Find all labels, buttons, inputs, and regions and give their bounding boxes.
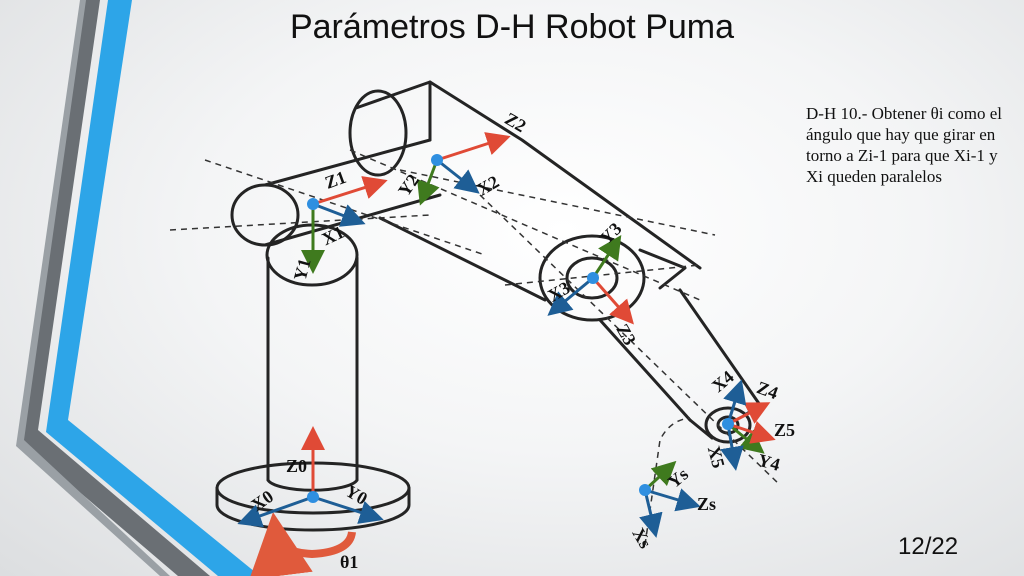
- page-title: Parámetros D-H Robot Puma: [289, 8, 735, 46]
- z3-axis: [591, 277, 634, 325]
- label-x2: X2: [473, 171, 502, 199]
- label-z1: Z1: [322, 167, 349, 193]
- theta1-rotation-arrow: [249, 512, 356, 576]
- label-z2: Z2: [501, 108, 529, 136]
- frame-0: [237, 426, 384, 528]
- ys-axis: [643, 460, 677, 492]
- shoulder-cylinder: [230, 183, 300, 247]
- frame-2: [417, 132, 511, 206]
- y4-axis: [727, 422, 765, 454]
- zs-axis: [644, 488, 701, 512]
- x1-axis: [312, 202, 366, 227]
- label-z3: Z3: [612, 320, 640, 348]
- frame-1: [301, 176, 388, 274]
- origin-3: [587, 272, 599, 284]
- label-zs: Zs: [697, 494, 716, 514]
- label-xs: Xs: [628, 524, 655, 551]
- z2-axis: [436, 132, 511, 162]
- y0-axis: [312, 495, 384, 524]
- z1-axis: [312, 176, 388, 206]
- origin-0: [307, 491, 319, 503]
- label-y2: Y2: [394, 170, 423, 199]
- xs-axis: [639, 489, 663, 538]
- robot-column: [266, 256, 359, 482]
- forearm: [598, 288, 762, 422]
- origin-2: [431, 154, 443, 166]
- x0-axis: [237, 495, 314, 528]
- label-z4: Z4: [754, 377, 781, 403]
- frame-3: [547, 234, 634, 325]
- label-x4: X4: [708, 367, 738, 396]
- upper-arm-end: [348, 89, 408, 177]
- y2-axis: [417, 159, 440, 206]
- elbow-cylinder: [538, 234, 646, 322]
- slide-number: 12/22: [898, 533, 959, 560]
- reference-lines: [169, 149, 781, 546]
- dh-rule-note: D-H 10.- Obtener θi como el ángulo que h…: [806, 104, 1003, 186]
- decorative-stripes: [16, 0, 260, 576]
- label-y1: Y1: [290, 256, 315, 282]
- z5-axis: [727, 420, 776, 444]
- label-y4: Y4: [756, 450, 782, 475]
- label-theta1: θ1: [340, 552, 358, 572]
- label-x5: X5: [704, 444, 729, 470]
- label-z0: Z0: [286, 456, 307, 476]
- x4-axis: [723, 379, 747, 425]
- y3-axis: [591, 234, 622, 279]
- x5-axis: [720, 423, 744, 471]
- origin-1: [307, 198, 319, 210]
- x2-axis: [436, 158, 480, 194]
- x3-axis: [547, 276, 594, 316]
- label-z5: Z5: [774, 420, 795, 440]
- origin-s: [639, 484, 651, 496]
- origin-4: [722, 418, 734, 430]
- z4-axis: [727, 402, 771, 426]
- frame-s: [639, 460, 701, 538]
- frame-4-5: [720, 379, 776, 471]
